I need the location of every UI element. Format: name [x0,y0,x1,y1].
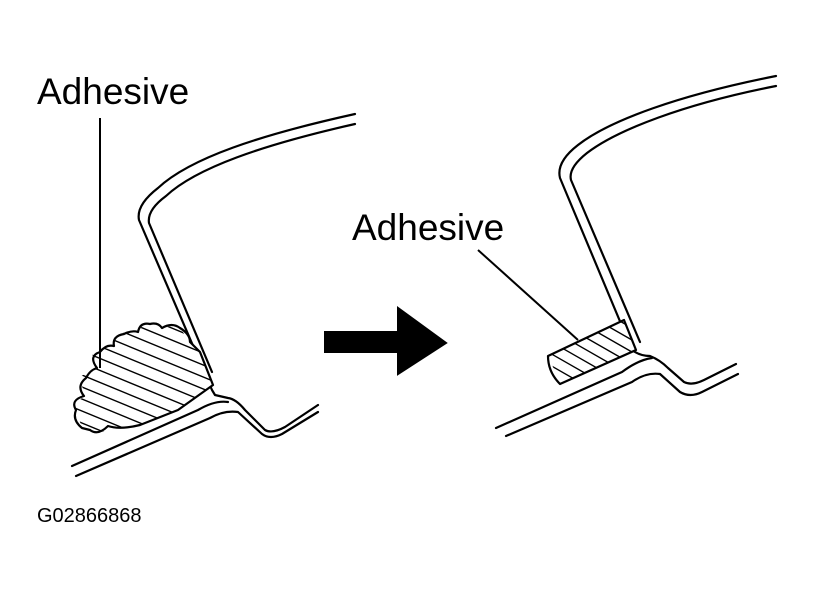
right-body-panel-inner [569,84,778,344]
left-flange-bottom [74,410,320,478]
left-body-panel-inner [147,122,357,374]
left-body-panel-outer [137,112,357,433]
left-adhesive-hatching [74,322,213,432]
left-flange-top [70,400,230,468]
before-illustration: Adhesive [37,71,357,478]
right-adhesive-leader [477,249,579,341]
left-adhesive-label: Adhesive [37,71,189,112]
right-flange-bottom [504,372,740,438]
right-adhesive-bead [546,318,638,386]
after-illustration: Adhesive [352,74,778,438]
arrow-right-icon [324,306,448,376]
figure-code: G02866868 [37,505,142,527]
right-flange-top [494,356,654,430]
right-adhesive-label: Adhesive [352,207,504,248]
